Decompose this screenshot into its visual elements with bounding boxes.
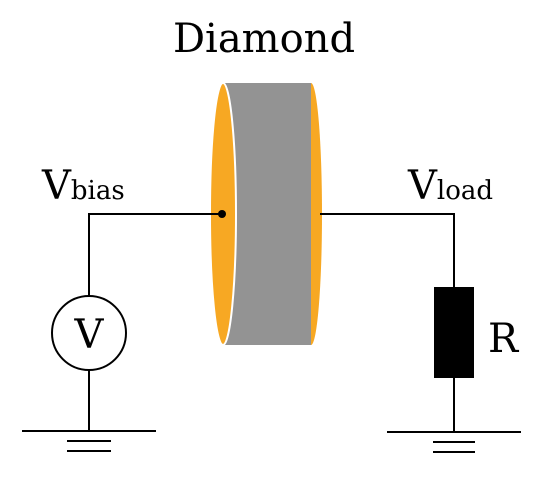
bias-wire (88, 213, 222, 296)
diagram-title: Diamond (173, 16, 355, 62)
bias-ground-icon (22, 430, 156, 452)
load-label-main: V (407, 163, 438, 209)
load-circuit: R Vload (320, 163, 521, 453)
voltmeter-symbol: V (74, 312, 105, 358)
resistor-label: R (488, 316, 520, 362)
diamond-detector (209, 82, 322, 346)
bias-label-main: V (41, 163, 72, 209)
resistor (434, 287, 474, 378)
load-label-sub: load (437, 176, 493, 206)
bias-circuit: V Vbias (22, 163, 226, 452)
load-label: Vload (407, 163, 493, 209)
bias-label-sub: bias (71, 176, 125, 206)
load-ground-icon (387, 431, 521, 453)
bias-label: Vbias (41, 163, 125, 209)
load-wire (320, 213, 455, 287)
diamond-body (225, 83, 311, 345)
